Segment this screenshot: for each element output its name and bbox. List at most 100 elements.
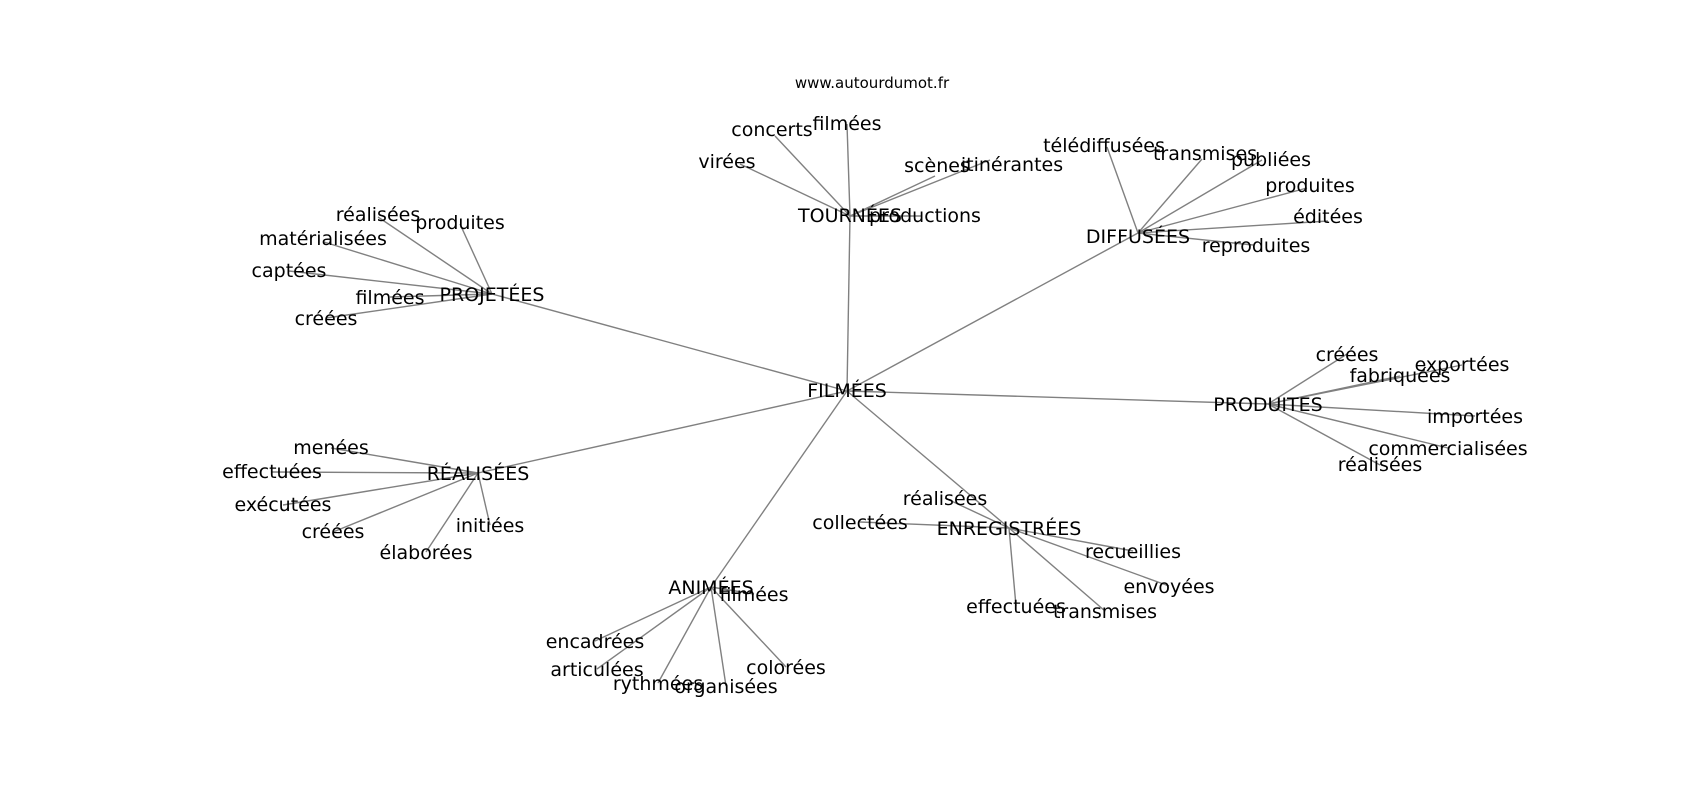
edge-center-tournees (846, 215, 851, 392)
leaf-node-produites-commercialisees: commercialisées (1368, 438, 1527, 460)
hub-node-projetees: PROJETÉES (440, 283, 545, 306)
leaf-node-tournees-concerts: concerts (731, 119, 812, 141)
center-node: FILMÉES (807, 379, 887, 402)
edge-enregistrees-realisees (944, 497, 1010, 529)
edge-center-animees (710, 390, 848, 588)
edge-animees-filmees (710, 586, 755, 595)
leaf-node-diffusees-publiees: publiées (1231, 149, 1311, 171)
edge-animees-colorees (710, 586, 787, 668)
leaf-node-diffusees-reproduites: reproduites (1202, 235, 1311, 257)
edge-projetees-creees (325, 293, 493, 319)
edges (271, 123, 1476, 687)
leaf-node-animees-filmees: filmées (719, 584, 788, 606)
leaf-node-enregistrees-effectuees: effectuées (966, 596, 1066, 618)
edge-diffusees-transmises (1137, 158, 1203, 234)
edge-projetees-filmees (389, 293, 493, 298)
hub-node-realisees: RÉALISÉES (427, 462, 530, 485)
edge-realisees-creees (332, 472, 479, 533)
edge-produites-fabriquees (1267, 375, 1401, 405)
edge-enregistrees-recueillies (1008, 527, 1134, 552)
edge-realisees-executees (282, 472, 479, 506)
leaf-node-projetees-materialisees: matérialisées (259, 228, 387, 250)
edge-animees-articulees (596, 586, 712, 670)
leaf-node-enregistrees-envoyees: envoyées (1123, 576, 1214, 598)
edge-produites-realisees (1267, 403, 1381, 466)
hub-node-animees: ANIMÉES (668, 576, 753, 599)
leaf-node-diffusees-produites: produites (1265, 175, 1355, 197)
edge-projetees-realisees (377, 216, 493, 295)
leaf-node-produites-realisees: réalisées (1338, 454, 1422, 476)
edge-tournees-concerts (774, 135, 851, 217)
leaf-node-enregistrees-realisees: réalisées (903, 488, 987, 510)
edge-center-enregistrees (846, 390, 1010, 529)
edge-projetees-produites (459, 223, 493, 295)
leaf-node-tournees-filmees: filmées (812, 113, 881, 135)
edge-produites-importees (1267, 403, 1476, 417)
edge-animees-rythmees (657, 586, 712, 684)
leaf-node-tournees-scenes: scènes (904, 155, 970, 177)
edge-produites-commercialisees (1267, 403, 1449, 449)
leaf-node-tournees-productions: productions (869, 205, 981, 227)
leaf-node-produites-creees: créées (1316, 344, 1379, 366)
hub-node-produites: PRODUITES (1213, 394, 1322, 416)
edge-projetees-captees (288, 270, 493, 295)
edge-projetees-materialisees (323, 241, 493, 295)
edge-center-diffusees (846, 232, 1139, 392)
leaf-node-animees-rythmees: rythmées (613, 673, 703, 695)
leaf-node-produites-fabriquees: fabriquées (1350, 365, 1451, 387)
edge-diffusees-telediffusees (1106, 146, 1139, 234)
edge-diffusees-editees (1137, 220, 1329, 234)
edge-tournees-itinerantes (849, 159, 991, 217)
leaf-node-projetees-captees: captées (252, 260, 327, 282)
leaf-node-projetees-produites: produites (415, 212, 505, 234)
leaf-node-realisees-elaborees: élaborées (380, 542, 473, 564)
hub-node-diffusees: DIFFUSÉES (1086, 225, 1190, 248)
leaf-node-produites-exportees: exportées (1415, 354, 1510, 376)
leaf-node-produites-importees: importées (1427, 406, 1523, 428)
leaf-node-animees-organisees: organisées (674, 676, 777, 698)
leaf-node-projetees-realisees: réalisées (336, 204, 420, 226)
edge-diffusees-reproduites (1137, 232, 1254, 246)
hub-node-tournees: TOURNÉES (797, 204, 902, 227)
edge-realisees-menees (330, 447, 479, 474)
leaf-node-tournees-itinerantes: itinérantes (961, 154, 1063, 176)
leaf-node-animees-encadrees: encadrées (546, 631, 645, 653)
edge-center-realisees (477, 390, 848, 474)
leaf-node-enregistrees-transmises: transmises (1053, 601, 1157, 623)
edge-animees-encadrees (594, 586, 712, 642)
leaf-node-diffusees-telediffusees: télédiffusées (1043, 135, 1165, 157)
edge-enregistrees-envoyees (1008, 527, 1170, 587)
edge-realisees-elaborees (425, 472, 479, 553)
leaf-node-animees-articulees: articulées (550, 659, 643, 681)
hub-node-enregistrees: ENREGISTRÉES (937, 517, 1082, 540)
site-url: www.autourdumot.fr (795, 74, 950, 92)
edge-tournees-filmees (846, 123, 851, 217)
leaf-node-realisees-executees: exécutées (235, 494, 332, 516)
edge-center-produites (846, 390, 1269, 405)
edge-realisees-effectuees (271, 471, 479, 474)
leaf-node-realisees-menees: menées (293, 437, 369, 459)
edge-diffusees-publiees (1137, 159, 1263, 234)
leaf-node-animees-colorees: colorées (746, 657, 826, 679)
leaf-node-tournees-virees: virées (698, 151, 755, 173)
edge-animees-organisees (710, 586, 727, 687)
leaf-node-realisees-creees: créées (302, 521, 365, 543)
edge-tournees-virees (739, 163, 851, 217)
edge-enregistrees-collectees (859, 521, 1010, 529)
leaf-node-projetees-filmees: filmées (355, 287, 424, 309)
leaf-node-diffusees-editees: éditées (1293, 206, 1363, 228)
leaf-node-enregistrees-collectees: collectées (812, 512, 908, 534)
edge-enregistrees-transmises (1008, 527, 1106, 612)
leaf-node-realisees-effectuees: effectuées (222, 461, 322, 483)
edge-produites-creees (1267, 353, 1348, 405)
leaf-node-projetees-creees: créées (295, 308, 358, 330)
edge-diffusees-produites (1137, 187, 1308, 234)
edge-realisees-initiees (477, 472, 491, 526)
leaf-node-diffusees-transmises: transmises (1153, 143, 1257, 165)
edge-enregistrees-effectuees (1008, 527, 1017, 607)
leaf-node-enregistrees-recueillies: recueillies (1085, 541, 1181, 563)
edge-center-projetees (491, 293, 848, 392)
edge-tournees-scenes (849, 175, 936, 217)
